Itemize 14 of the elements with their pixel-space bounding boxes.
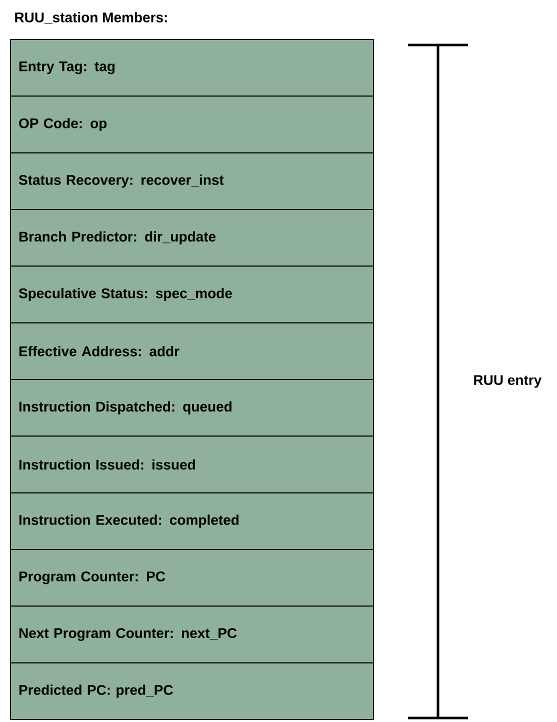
field-row: Effective Address: addr bbox=[10, 322, 374, 380]
field-row: OP Code: op bbox=[10, 96, 374, 154]
field-row: Status Recovery: recover_inst bbox=[10, 152, 374, 210]
field-row: Instruction Issued: issued bbox=[10, 436, 374, 494]
field-row: Instruction Dispatched: queued bbox=[10, 379, 374, 437]
bracket-label: RUU entry bbox=[474, 375, 542, 388]
field-row: Entry Tag: tag bbox=[10, 39, 374, 97]
field-row: Program Counter: PC bbox=[10, 549, 374, 607]
title: RUU_station Members: bbox=[15, 12, 167, 24]
field-row: Predicted PC: pred_PC bbox=[10, 662, 374, 720]
field-row: Speculative Status: spec_mode bbox=[10, 266, 374, 324]
field-row: Instruction Executed: completed bbox=[10, 492, 374, 550]
field-row: Branch Predictor: dir_update bbox=[10, 209, 374, 267]
field-row: Next Program Counter: next_PC bbox=[10, 606, 374, 664]
